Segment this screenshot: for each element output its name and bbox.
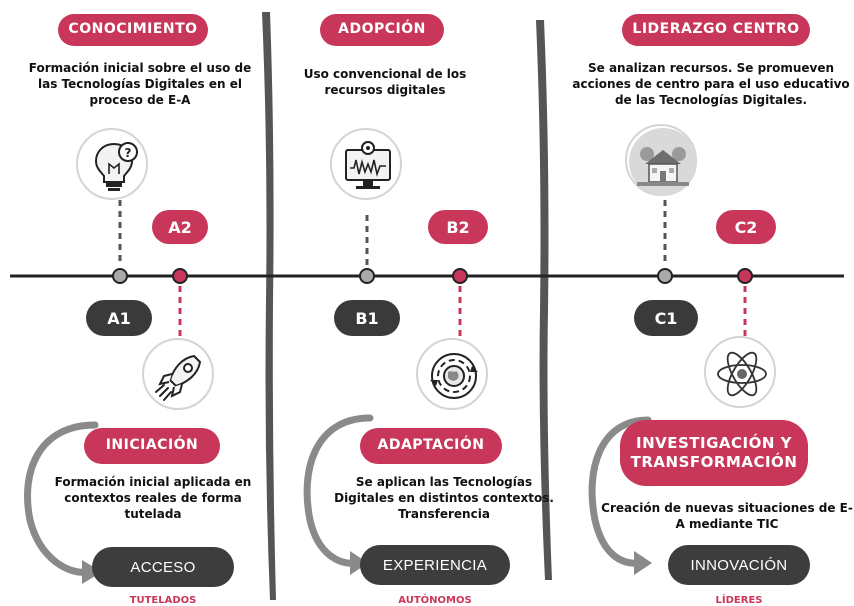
level-a2: A2 xyxy=(152,210,208,244)
top-description-a: Formación inicial sobre el uso de las Te… xyxy=(28,61,252,107)
bottom-description-b: Se aplican las Tecnologías Digitales en … xyxy=(334,475,554,521)
level-b1: B1 xyxy=(334,300,400,336)
stage-badge-experiencia: EXPERIENCIA xyxy=(360,545,510,585)
bottom-title-iniciacion: INICIACIÓN xyxy=(84,428,220,464)
school-building-icon xyxy=(625,124,697,196)
curved-arrow-1 xyxy=(24,421,99,576)
timeline-node-b2 xyxy=(452,268,468,284)
curved-arrow-2 xyxy=(303,414,374,567)
stage-sub-autonomos: AUTÓNOMOS xyxy=(398,595,472,606)
arrowhead-3 xyxy=(634,551,652,575)
timeline-node-a1 xyxy=(112,268,128,284)
svg-text:?: ? xyxy=(125,146,132,160)
separator-brush-2 xyxy=(536,20,552,580)
bottom-description-a: Formación inicial aplicada en contextos … xyxy=(54,475,252,521)
timeline-node-a2 xyxy=(172,268,188,284)
lightbulb-question-icon: ? xyxy=(76,128,148,200)
stage-sub-tutelados: TUTELADOS xyxy=(129,595,197,606)
timeline-node-b1 xyxy=(359,268,375,284)
curved-arrow-3 xyxy=(588,416,652,567)
stage-sub-lideres: LÍDERES xyxy=(715,595,763,606)
bottom-title-investigacion-transformacion: INVESTIGACIÓN Y TRANSFORMACIÓN xyxy=(620,420,808,486)
bottom-title-adaptacion: ADAPTACIÓN xyxy=(360,428,502,464)
top-title-liderazgo-centro: LIDERAZGO CENTRO xyxy=(622,14,810,46)
atom-icon xyxy=(704,336,776,408)
level-b2: B2 xyxy=(428,210,488,244)
timeline-node-c1 xyxy=(657,268,673,284)
level-a1: A1 xyxy=(86,300,152,336)
separator-brush-1 xyxy=(262,12,276,600)
globe-cycle-icon xyxy=(416,338,488,410)
top-description-b: Uso convencional de los recursos digital… xyxy=(303,67,467,97)
computer-monitor-icon xyxy=(330,128,402,200)
top-title-adopcion: ADOPCIÓN xyxy=(320,14,444,46)
timeline-node-c2 xyxy=(737,268,753,284)
level-c2: C2 xyxy=(716,210,776,244)
stage-badge-acceso: ACCESO xyxy=(92,547,234,587)
stage-badge-innovacion: INNOVACIÓN xyxy=(668,545,810,585)
level-c1: C1 xyxy=(634,300,698,336)
top-description-c: Se analizan recursos. Se promueven accio… xyxy=(572,61,850,107)
rocket-icon xyxy=(142,338,214,410)
top-title-conocimiento: CONOCIMIENTO xyxy=(58,14,208,46)
arrowhead-2 xyxy=(350,551,368,575)
bottom-description-c: Creación de nuevas situaciones de E-A me… xyxy=(601,501,853,531)
